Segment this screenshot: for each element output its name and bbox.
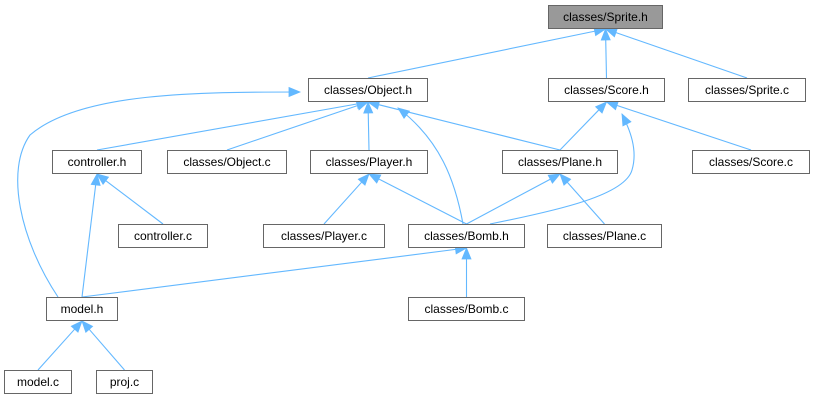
node-classes-plane-c[interactable]: classes/Plane.c	[547, 224, 662, 248]
edge-model-h-to-object-h	[17, 86, 302, 298]
edge-score-c-to-score-h	[605, 100, 752, 151]
node-classes-sprite-h: classes/Sprite.h	[548, 5, 663, 29]
node-model-c[interactable]: model.c	[4, 370, 72, 394]
node-classes-object-c[interactable]: classes/Object.c	[167, 150, 287, 174]
node-classes-player-c[interactable]: classes/Player.c	[263, 224, 385, 248]
edge-object-c-to-object-h	[226, 100, 370, 151]
node-classes-player-h[interactable]: classes/Player.h	[310, 150, 428, 174]
edge-model-h-to-controller-h	[81, 172, 101, 298]
edge-bomb-c-to-bomb-h	[461, 246, 472, 297]
edge-bomb-h-to-object-h	[397, 107, 464, 225]
edge-controller-c-to-controller-h	[96, 173, 164, 225]
edge-object-h-to-sprite-h	[367, 26, 607, 79]
node-classes-bomb-h[interactable]: classes/Bomb.h	[408, 224, 525, 248]
edge-bomb-h-to-score-h	[489, 113, 635, 225]
edge-bomb-h-to-player-h	[368, 173, 467, 225]
edge-sprite-c-to-sprite-h	[604, 27, 748, 79]
node-proj-c[interactable]: proj.c	[96, 370, 153, 394]
node-classes-score-c[interactable]: classes/Score.c	[692, 150, 810, 174]
edge-model-c-to-model-h	[37, 320, 83, 371]
edge-proj-c-to-model-h	[81, 320, 125, 371]
node-classes-object-h[interactable]: classes/Object.h	[308, 78, 428, 102]
node-model-h[interactable]: model.h	[46, 297, 118, 321]
edge-player-c-to-player-h	[323, 173, 370, 225]
edge-controller-h-to-object-h	[96, 98, 370, 151]
node-classes-bomb-c[interactable]: classes/Bomb.c	[408, 297, 525, 321]
node-controller-h[interactable]: controller.h	[52, 150, 142, 174]
edge-score-h-to-sprite-h	[600, 27, 611, 79]
edge-plane-c-to-plane-h	[559, 173, 605, 225]
edge-plane-h-to-score-h	[559, 101, 608, 151]
node-classes-sprite-c[interactable]: classes/Sprite.c	[688, 78, 806, 102]
edge-plane-h-to-object-h	[366, 99, 561, 151]
node-classes-score-h[interactable]: classes/Score.h	[548, 78, 665, 102]
edge-player-h-to-object-h	[363, 100, 374, 151]
edge-bomb-h-to-plane-h	[466, 173, 561, 225]
node-classes-plane-h[interactable]: classes/Plane.h	[502, 150, 618, 174]
edge-model-h-to-bomb-h	[81, 244, 468, 298]
node-controller-c[interactable]: controller.c	[118, 224, 208, 248]
